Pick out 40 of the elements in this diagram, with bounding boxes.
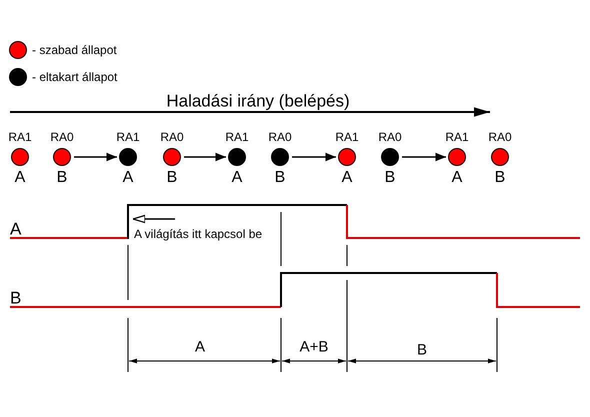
sensor-label: A: [122, 170, 134, 186]
state-dot: [11, 148, 29, 166]
state-dot: [491, 148, 509, 166]
sensor-label: A: [14, 170, 26, 186]
signal-name: B: [10, 290, 22, 306]
state-dot: [53, 148, 71, 166]
pin-label: RA0: [268, 131, 292, 143]
state-dot: [381, 148, 399, 166]
sensor-label: A: [232, 170, 242, 186]
pin-label: RA1: [225, 131, 249, 143]
sensor-label: A: [452, 170, 462, 186]
state-dot: [271, 148, 289, 166]
signal-name: A: [10, 220, 22, 238]
signal-edge: [127, 204, 129, 239]
dimension-label: A+B: [300, 340, 328, 354]
dimension-label: B: [417, 342, 427, 358]
sensor-label: B: [384, 170, 396, 186]
state-dot: [119, 148, 137, 166]
state-dot: [163, 148, 181, 166]
sensor-label: A: [342, 170, 352, 186]
pin-label: RA1: [445, 131, 469, 143]
legend-label: - eltakart állapot: [32, 71, 118, 83]
pin-label: RA1: [335, 131, 359, 143]
pin-label: RA0: [50, 131, 74, 143]
pin-label: RA1: [116, 131, 140, 143]
pin-label: RA0: [378, 131, 402, 143]
direction-label: Haladási irány (belépés): [166, 92, 350, 110]
state-dot: [448, 148, 466, 166]
pin-label: RA0: [160, 131, 184, 143]
sensor-label: B: [56, 170, 68, 186]
callout-text: A világítás itt kapcsol be: [134, 228, 262, 240]
sensor-label: B: [166, 170, 178, 186]
legend-label: - szabad állapot: [32, 44, 117, 56]
state-dot: [228, 148, 246, 166]
sensor-label: B: [494, 170, 506, 186]
pin-label: RA0: [488, 131, 512, 143]
sensor-label: B: [274, 170, 286, 186]
state-dot: [338, 148, 356, 166]
dimension-label: A: [195, 340, 205, 354]
pin-label: RA1: [8, 131, 32, 143]
